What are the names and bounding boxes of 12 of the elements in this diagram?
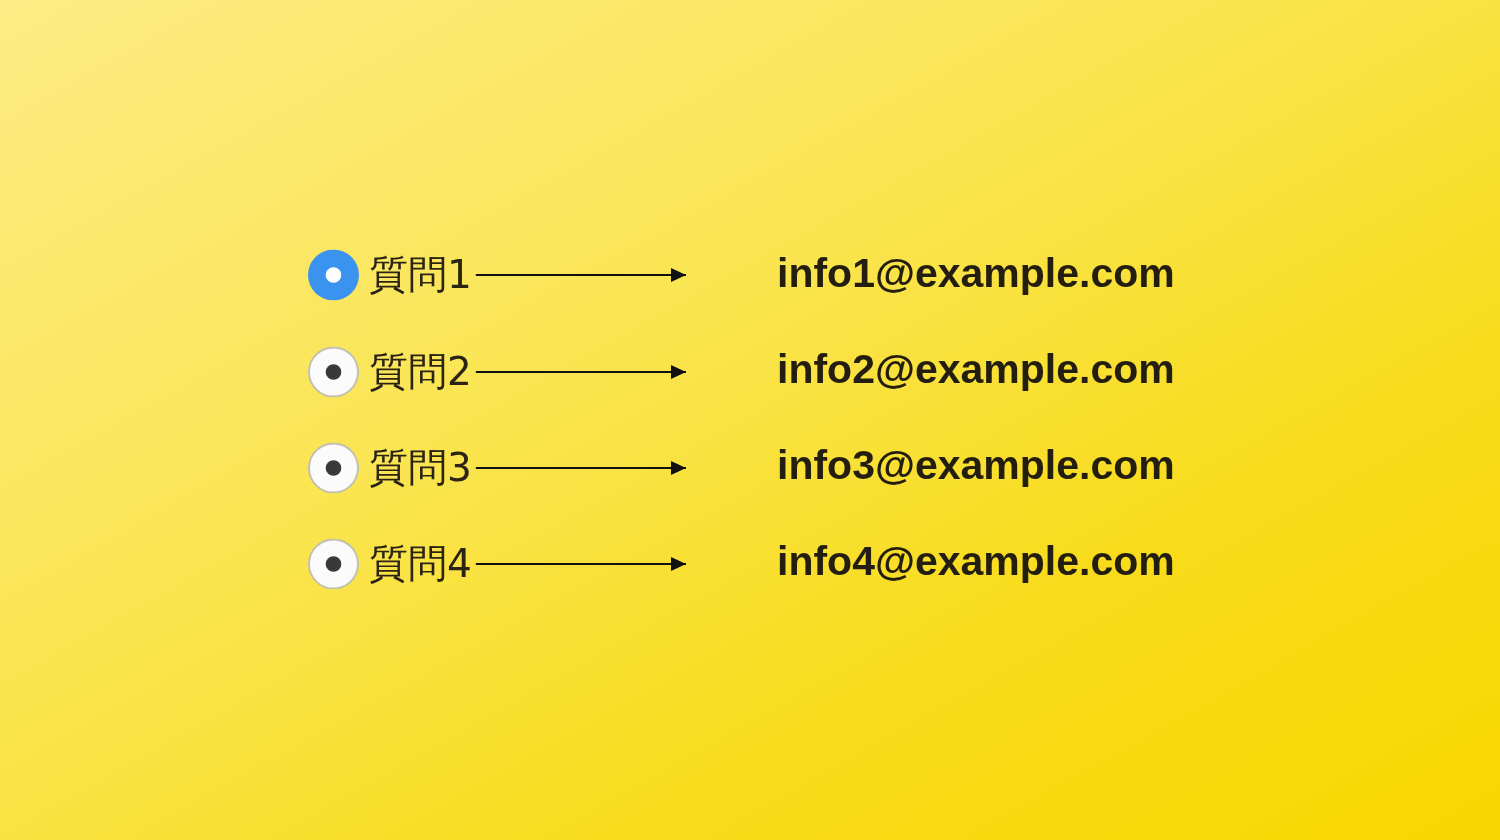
arrow (474, 268, 687, 282)
arrow (474, 461, 687, 475)
email-address: info3@example.com (777, 443, 1175, 489)
email-address: info4@example.com (777, 539, 1175, 585)
radio-option: 質問4 (308, 538, 472, 590)
radio-option: 質問1 (308, 249, 472, 301)
arrow (474, 365, 687, 379)
arrow (474, 557, 687, 571)
radio-option: 質問2 (308, 346, 472, 398)
email-address: info1@example.com (777, 251, 1175, 297)
radio-option: 質問3 (308, 442, 472, 494)
email-address: info2@example.com (777, 347, 1175, 393)
